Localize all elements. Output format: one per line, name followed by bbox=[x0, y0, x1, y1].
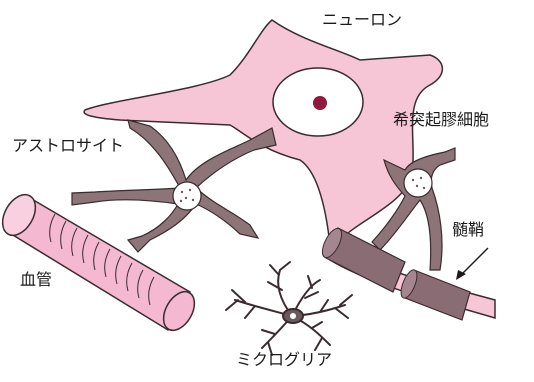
blood-vessel-label: 血管 bbox=[20, 272, 52, 288]
blood-vessel bbox=[0, 189, 201, 336]
microglia-label: ミクログリア bbox=[236, 352, 332, 368]
microglia bbox=[226, 262, 352, 355]
myelin-arrow bbox=[456, 248, 488, 280]
myelin-label: 髄鞘 bbox=[452, 222, 484, 238]
oligodendrocyte-label: 希突起膠細胞 bbox=[393, 112, 489, 128]
neuron-label: ニューロン bbox=[322, 12, 402, 28]
nucleolus bbox=[313, 96, 327, 110]
astrocyte-label: アストロサイト bbox=[12, 138, 124, 154]
